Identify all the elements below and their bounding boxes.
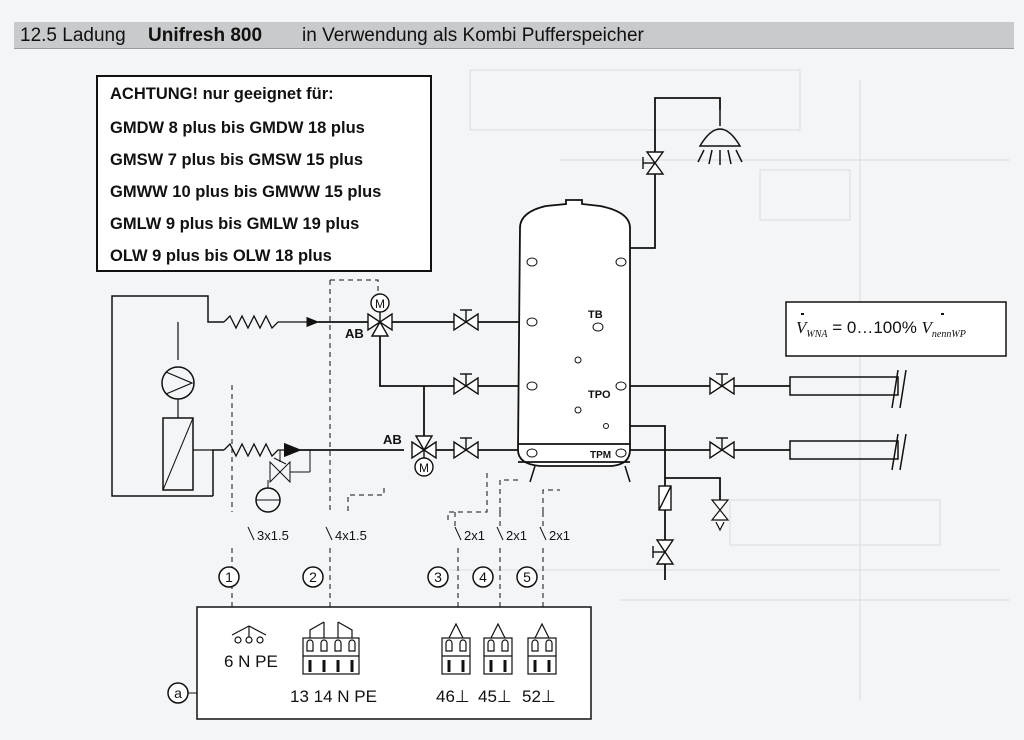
connection-number: 3 [434,569,442,585]
safety-valve-icon [269,450,311,484]
electrical-lines [231,279,560,612]
drain-valve-icon [710,499,730,532]
shutoff-valve-icon [453,373,479,396]
valve-port-label-ab-top: AB [345,326,364,341]
flow-rate-formula: VWNA = 0…100% VnennWP [796,313,966,340]
connection-numbers: 1 2 3 4 5 [218,566,538,588]
expansion-vessel-icon [255,480,281,513]
motorized-three-way-valve-bottom [411,435,437,477]
supply-flex-hose [223,314,320,330]
shutoff-valve-icon [453,437,479,460]
sensor-label-tb: TB [588,309,603,321]
terminal-label: 46⊥ [436,687,470,706]
terminal-block-3 [441,622,471,675]
cable-label: 2x1 [549,528,570,543]
shutoff-valve-icon [709,373,735,396]
terminal-block-4 [483,622,513,675]
warning-row: GMLW 9 plus bis GMLW 19 plus [110,215,360,233]
terminal-label: 45⊥ [478,687,512,706]
sensor-label-tpm: TPM [590,450,611,461]
shutoff-valve-icon [453,309,479,332]
filter-icon [658,485,672,511]
sensor-label-tpo: TPO [588,389,611,401]
shutoff-valve-icon [642,151,665,175]
terminal-block-1 [231,625,267,644]
shutoff-valve-icon [652,539,675,565]
warning-row: GMDW 8 plus bis GMDW 18 plus [110,119,365,137]
warning-row: GMSW 7 plus bis GMSW 15 plus [110,151,364,169]
section-subtitle: in Verwendung als Kombi Pufferspeicher [302,25,644,46]
connection-number: 1 [225,569,233,585]
warning-row: OLW 9 plus bis OLW 18 plus [110,247,332,265]
motor-label: M [419,461,429,475]
terminal-box-marker-label: a [174,685,182,701]
background-ghost [450,69,1010,700]
product-name: Unifresh 800 [148,25,263,46]
motorized-three-way-valve-top [367,293,393,337]
cable-label: 2x1 [506,528,527,543]
connection-number: 5 [523,569,531,585]
warning-heading: ACHTUNG! nur geeignet für: [110,85,334,103]
terminal-label: 13 14 N PE [290,687,377,706]
shutoff-valve-icon [709,437,735,460]
heat-exchanger-icon [162,417,194,491]
warning-box: ACHTUNG! nur geeignet für: GMDW 8 plus b… [96,75,432,272]
valve-port-label-ab-bottom: AB [383,432,402,447]
warning-row: GMWW 10 plus bis GMWW 15 plus [110,183,382,201]
buffer-storage-tank [517,199,631,483]
motor-label: M [375,297,385,311]
terminal-label: 52⊥ [522,687,556,706]
control-terminal-box [196,606,592,720]
flow-rate-formula-box [785,301,1007,357]
connection-number: 4 [479,569,487,585]
circulation-pump-icon [161,366,195,400]
connection-number: 2 [309,569,317,585]
cable-label: 4x1.5 [335,528,367,543]
cable-label: 3x1.5 [257,528,289,543]
shower-head-icon [697,110,743,165]
terminal-block-2 [302,621,360,675]
terminal-block-5 [527,622,557,675]
terminal-label: 6 N PE [224,652,278,671]
svg-text:VWNA = 0…100% VnennWP: VWNA = 0…100% VnennWP [796,318,966,340]
pipe-stubs [789,369,907,471]
section-title-bar: 12.5 Ladung Unifresh 800 in Verwendung a… [14,22,1014,49]
cable-label: 2x1 [464,528,485,543]
return-flex-hose [223,442,285,458]
cable-labels: 3x1.5 4x1.5 2x1 2x1 2x1 [247,526,570,543]
section-number: 12.5 Ladung [20,25,126,46]
heat-pump-unit [111,295,224,497]
